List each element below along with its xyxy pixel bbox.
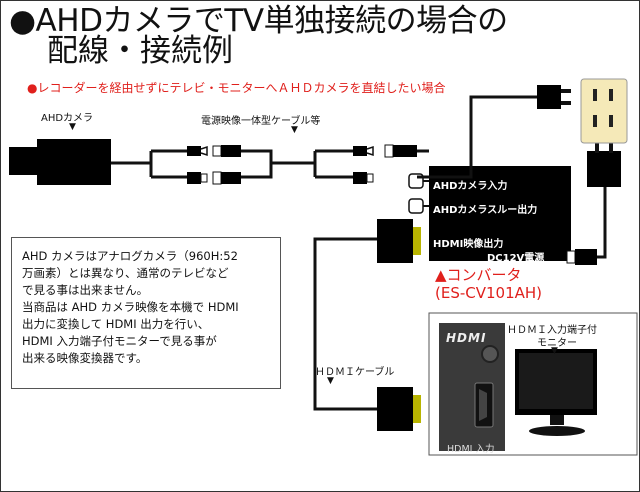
arrow-down-icon: ▼	[327, 376, 334, 386]
hdmi-input-panel	[439, 323, 505, 451]
dc-plug-icon	[187, 172, 201, 184]
hdmi-input-label: HDMI 入力	[447, 444, 495, 455]
note-line: AHD カメラはアナログカメラ（960H:52	[22, 249, 238, 263]
camera-body	[37, 139, 111, 185]
note-line: HDMI 入力端子付モニターで見る事が	[22, 334, 217, 348]
dc-plug-icon	[353, 172, 367, 184]
port-dc-label: DC12V電源	[487, 253, 545, 264]
note-box: AHD カメラはアナログカメラ（960H:52 万画素）とは異なり、通常のテレビ…	[11, 237, 281, 389]
cable-label: 電源映像一体型ケーブル等	[201, 116, 321, 127]
camera-label: AHDカメラ	[41, 113, 94, 124]
port-hdmi-out-label: HDMI映像出力	[433, 239, 504, 250]
power-plug-icon	[537, 85, 561, 109]
page-title-line2: 配線・接続例	[47, 33, 233, 69]
converter-model: (ES-CV101AH)	[435, 284, 543, 302]
bnc-connector-icon	[187, 146, 201, 156]
port-ahd-in-label: AHDカメラ入力	[433, 181, 508, 192]
hdmi-logo: HDMI	[446, 331, 487, 345]
wall-outlet-icon	[580, 78, 628, 144]
note-line: 出力に変換して HDMI 出力を行い、	[22, 317, 210, 331]
monitor-label-2: モニター	[537, 338, 577, 349]
arrow-down-icon: ▼	[291, 125, 298, 135]
ac-adapter-icon	[587, 151, 621, 187]
dc-jack-icon	[212, 171, 222, 185]
subtitle: ●レコーダーを経由せずにテレビ・モニターへＡＨＤカメラを直結したい場合	[27, 81, 446, 95]
note-line: 出来る映像変換器です。	[22, 351, 148, 365]
arrow-down-icon: ▼	[69, 122, 76, 132]
hdmi-plug-icon	[377, 387, 413, 431]
bnc-connector-icon	[353, 146, 367, 156]
hdmi-plug-icon	[377, 219, 413, 263]
page-title-line1: ●AHDカメラでTV単独接続の場合の	[9, 3, 508, 39]
hdmi-cable-label: ＨＤＭＩケーブル	[315, 367, 395, 378]
note-line: 当商品は AHD カメラ映像を本機で HDMI	[22, 300, 239, 314]
arrow-down-icon: ▼	[551, 346, 558, 356]
note-line: 万画素）とは異なり、通常のテレビなど	[22, 266, 229, 280]
note-line: で見る事は出来ません。	[22, 283, 149, 297]
camera-icon	[9, 147, 37, 175]
bnc-plug-icon	[212, 145, 222, 157]
dc-plug-icon	[575, 249, 597, 265]
monitor-label: ＨＤＭＩ入力端子付	[507, 325, 597, 336]
converter-name: ▲コンバータ	[435, 266, 522, 284]
port-ahd-thru-label: AHDカメラスルー出力	[433, 205, 538, 216]
converter-box	[429, 166, 571, 261]
